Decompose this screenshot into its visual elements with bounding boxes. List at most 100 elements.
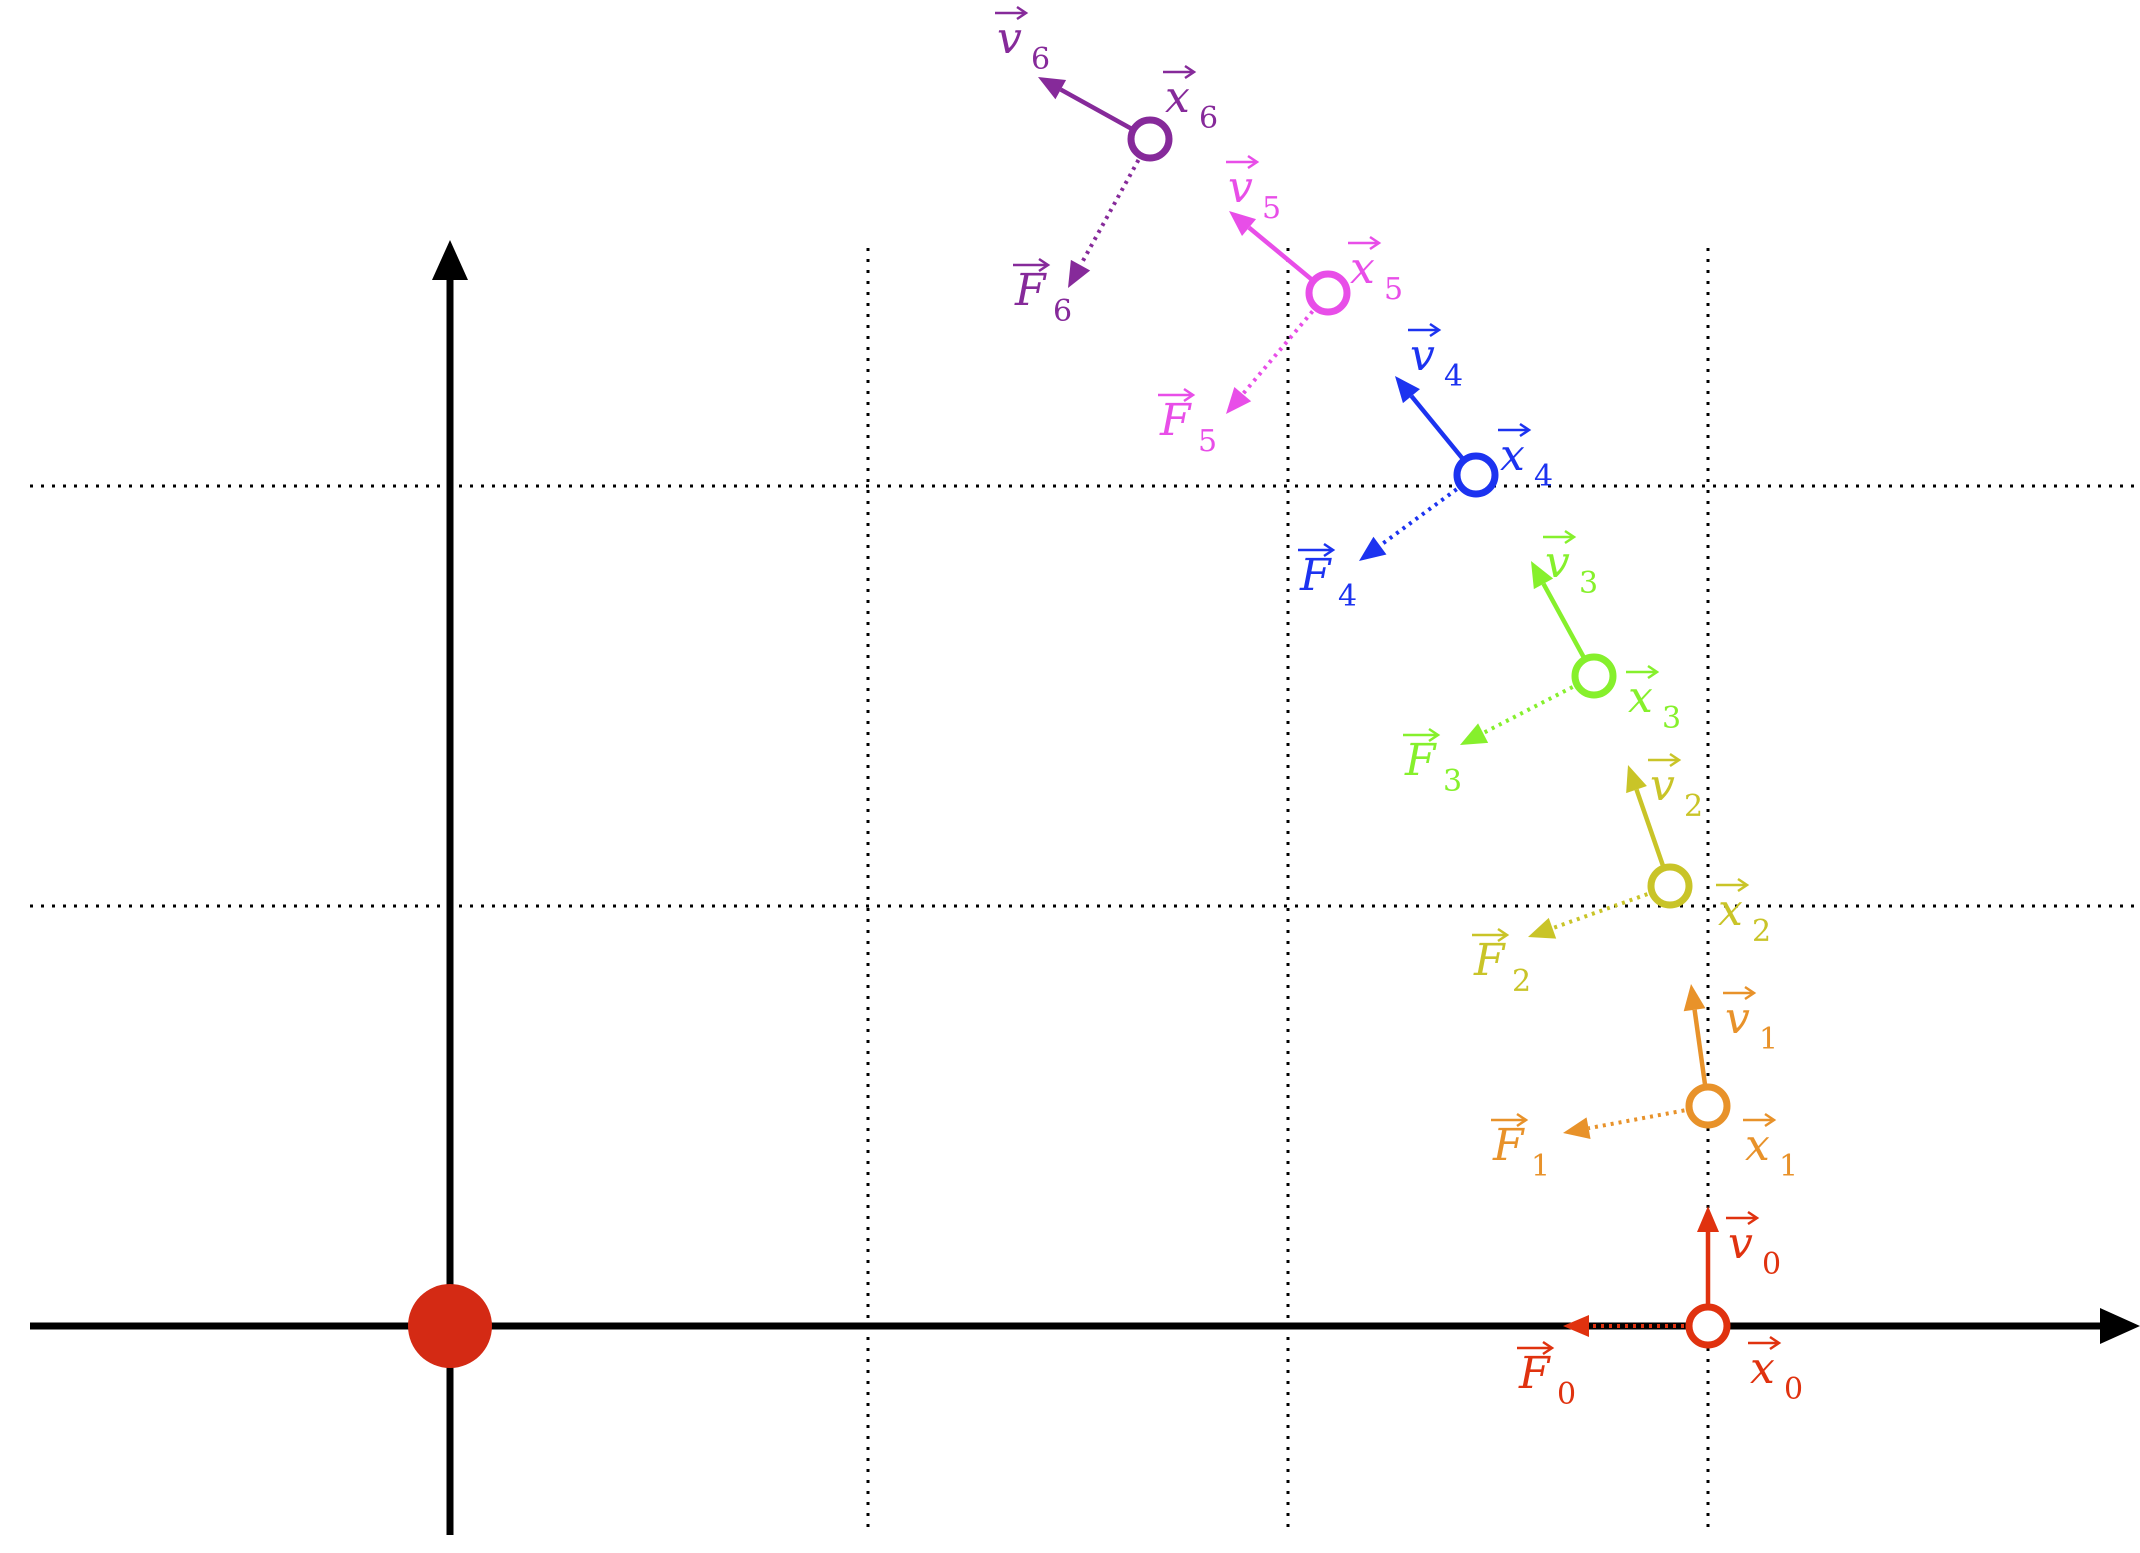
- velocity-label-1-overarrow-tip: [1744, 985, 1757, 1001]
- position-label-4-subscript: 4: [1534, 459, 1553, 494]
- force-label-1-subscript: 1: [1531, 1149, 1550, 1184]
- velocity-arrow-2-arrowhead: [1626, 765, 1647, 794]
- x-axis-arrowhead: [2100, 1308, 2140, 1344]
- position-label-6-symbol: x: [1165, 72, 1190, 123]
- position-label-5-overarrow-tip: [1369, 235, 1382, 251]
- velocity-label-2-symbol: v: [1650, 760, 1675, 811]
- force-label-3-subscript: 3: [1443, 764, 1462, 799]
- position-label-0-symbol: x: [1750, 1343, 1775, 1394]
- force-label-1-overarrow-tip: [1516, 1112, 1529, 1128]
- force-label-0-symbol: F: [1518, 1348, 1551, 1399]
- position-label-0-overarrow-tip: [1769, 1335, 1782, 1351]
- position-marker-4: [1453, 452, 1499, 498]
- position-label-2-subscript: 2: [1752, 914, 1771, 949]
- grid: [30, 248, 2140, 1535]
- position-label-4-symbol: x: [1500, 430, 1525, 481]
- velocity-label-3-subscript: 3: [1579, 566, 1598, 601]
- position-label-3-subscript: 3: [1662, 701, 1681, 736]
- force-label-5-overarrow-tip: [1183, 387, 1196, 403]
- velocity-label-0-subscript: 0: [1762, 1247, 1781, 1282]
- position-marker-1: [1685, 1083, 1731, 1129]
- velocity-label-3-overarrow-tip: [1564, 529, 1577, 545]
- force-label-0-subscript: 0: [1557, 1377, 1576, 1412]
- velocity-label-3-symbol: v: [1545, 537, 1570, 588]
- velocity-arrow-0-arrowhead: [1697, 1206, 1719, 1232]
- force-label-4-overarrow-tip: [1323, 542, 1336, 558]
- position-label-5-symbol: x: [1350, 243, 1375, 294]
- position-label-1-symbol: x: [1745, 1120, 1770, 1171]
- position-label-6-subscript: 6: [1199, 101, 1218, 136]
- position-label-4-overarrow-tip: [1519, 422, 1532, 438]
- force-label-1-symbol: F: [1492, 1120, 1525, 1171]
- velocity-label-1-subscript: 1: [1759, 1022, 1778, 1057]
- position-label-3-overarrow-tip: [1647, 664, 1660, 680]
- velocity-label-5-overarrow-tip: [1247, 154, 1260, 170]
- force-label-2-subscript: 2: [1512, 964, 1531, 999]
- force-label-6-subscript: 6: [1053, 294, 1072, 329]
- position-label-2-overarrow-tip: [1737, 877, 1750, 893]
- force-arrow-5-shaft: [1241, 291, 1330, 396]
- force-label-3-symbol: F: [1404, 735, 1437, 786]
- force-arrow-1-arrowhead: [1563, 1117, 1591, 1140]
- force-label-5-subscript: 5: [1198, 424, 1217, 459]
- velocity-label-6-subscript: 6: [1031, 42, 1050, 77]
- force-arrow-3-arrowhead: [1460, 723, 1489, 745]
- velocity-label-0-symbol: v: [1728, 1218, 1753, 1269]
- velocity-arrow-4-arrowhead: [1395, 376, 1420, 404]
- position-label-6-overarrow-tip: [1184, 64, 1197, 80]
- force-label-2-overarrow-tip: [1497, 927, 1510, 943]
- position-marker-2: [1647, 863, 1693, 909]
- force-label-0-overarrow-tip: [1542, 1340, 1555, 1356]
- position-marker-3: [1571, 653, 1617, 699]
- velocity-label-6-overarrow-tip: [1016, 5, 1029, 21]
- velocity-arrow-1-arrowhead: [1683, 984, 1706, 1012]
- position-label-1-overarrow-tip: [1764, 1112, 1777, 1128]
- position-label-0-subscript: 0: [1784, 1372, 1803, 1407]
- velocity-label-5-symbol: v: [1228, 162, 1253, 213]
- force-arrow-0-arrowhead: [1563, 1315, 1589, 1337]
- position-label-3-symbol: x: [1628, 672, 1653, 723]
- velocity-label-4-subscript: 4: [1444, 359, 1463, 394]
- axes: [30, 240, 2140, 1535]
- velocity-label-2-overarrow-tip: [1669, 752, 1682, 768]
- velocity-label-4-symbol: v: [1410, 330, 1435, 381]
- velocity-label-1-symbol: v: [1725, 993, 1750, 1044]
- central-body: [408, 1284, 492, 1368]
- force-label-5-symbol: F: [1159, 395, 1192, 446]
- force-label-3-overarrow-tip: [1428, 727, 1441, 743]
- position-label-5-subscript: 5: [1384, 272, 1403, 307]
- position-label-2-symbol: x: [1718, 885, 1743, 936]
- force-label-4-symbol: F: [1299, 550, 1332, 601]
- velocity-label-5-subscript: 5: [1262, 191, 1281, 226]
- force-label-2-symbol: F: [1473, 935, 1506, 986]
- force-label-6-symbol: F: [1014, 265, 1047, 316]
- force-arrow-2-shaft: [1551, 884, 1671, 931]
